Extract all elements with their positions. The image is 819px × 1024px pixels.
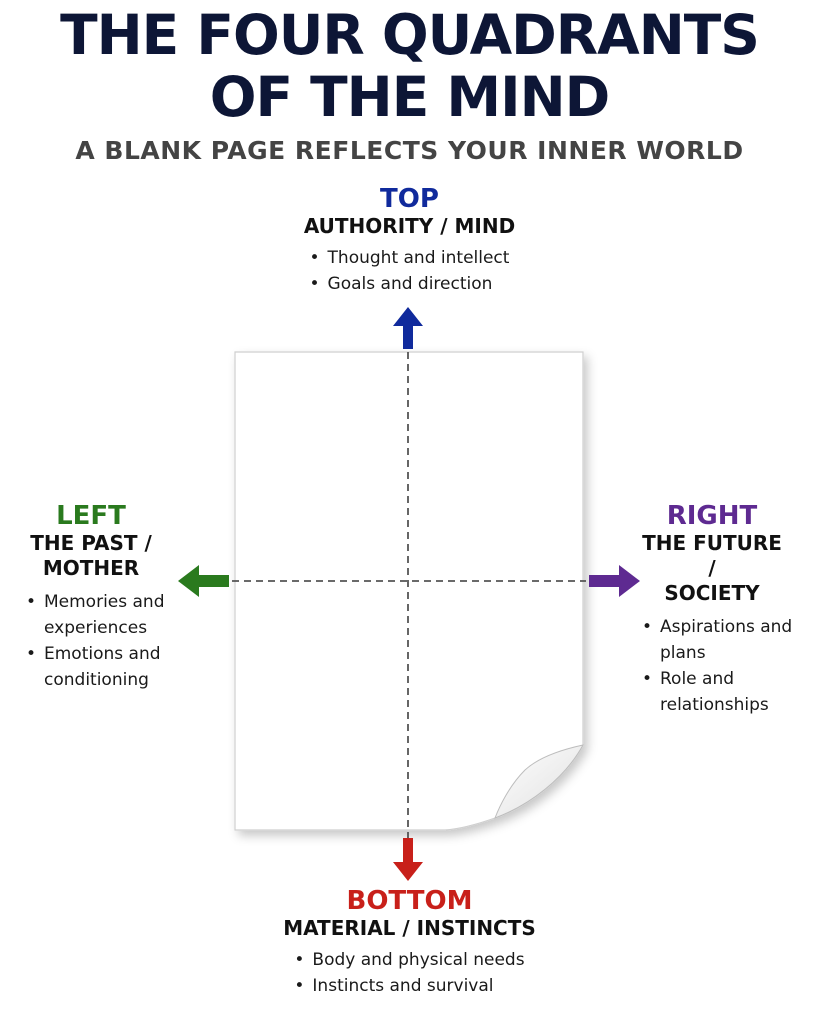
- list-item: Role and relationships: [642, 666, 812, 718]
- list-item: Aspirations and plans: [642, 614, 812, 666]
- list-item-line: Role and: [660, 669, 735, 689]
- quadrant-top: TOP AUTHORITY / MIND Thought and intelle…: [0, 184, 819, 297]
- list-item: Emotions and conditioning: [26, 641, 206, 693]
- quadrant-bottom: BOTTOM MATERIAL / INSTINCTS Body and phy…: [0, 886, 819, 999]
- list-item: Instincts and survival: [294, 973, 524, 999]
- list-item-line: Emotions and: [44, 644, 161, 664]
- quadrant-left: LEFT THE PAST / MOTHER Memories and expe…: [26, 501, 206, 693]
- title-line-1: THE FOUR QUADRANTS: [60, 3, 760, 67]
- bottom-subheading: MATERIAL / INSTINCTS: [283, 916, 536, 940]
- top-subheading: AUTHORITY / MIND: [303, 214, 516, 238]
- page-curl: [494, 744, 584, 819]
- list-item-line: Memories and: [44, 592, 165, 612]
- list-item-line: experiences: [44, 618, 148, 638]
- blank-page: [234, 351, 584, 831]
- list-item-line: plans: [660, 643, 706, 663]
- arrow-right-icon: [589, 565, 640, 597]
- arrow-up-icon: [393, 307, 423, 349]
- bottom-list: Body and physical needs Instincts and su…: [294, 947, 524, 999]
- title-line-2: OF THE MIND: [209, 65, 611, 129]
- list-item: Thought and intellect: [310, 245, 510, 271]
- list-item-line: conditioning: [44, 670, 149, 690]
- top-list: Thought and intellect Goals and directio…: [310, 245, 510, 297]
- top-heading: TOP: [380, 184, 439, 214]
- left-list: Memories and experiences Emotions and co…: [26, 589, 206, 693]
- left-subheading-2: MOTHER: [42, 556, 140, 580]
- bottom-heading: BOTTOM: [346, 886, 473, 916]
- page-title: THE FOUR QUADRANTS OF THE MIND: [0, 4, 819, 128]
- left-heading: LEFT: [56, 501, 126, 531]
- left-subheading-1: THE PAST /: [30, 531, 152, 555]
- right-subheading-1: THE FUTURE /: [642, 531, 782, 580]
- list-item-line: Aspirations and: [660, 617, 793, 637]
- right-heading: RIGHT: [666, 501, 758, 531]
- arrow-down-icon: [393, 838, 423, 881]
- list-item: Body and physical needs: [294, 947, 524, 973]
- quadrant-right: RIGHT THE FUTURE / SOCIETY Aspirations a…: [642, 501, 812, 718]
- list-item: Goals and direction: [310, 271, 510, 297]
- list-item: Memories and experiences: [26, 589, 206, 641]
- page-subtitle: A BLANK PAGE REFLECTS YOUR INNER WORLD: [75, 136, 744, 165]
- right-list: Aspirations and plans Role and relations…: [642, 614, 812, 718]
- list-item-line: relationships: [660, 695, 769, 715]
- right-subheading-2: SOCIETY: [664, 581, 760, 605]
